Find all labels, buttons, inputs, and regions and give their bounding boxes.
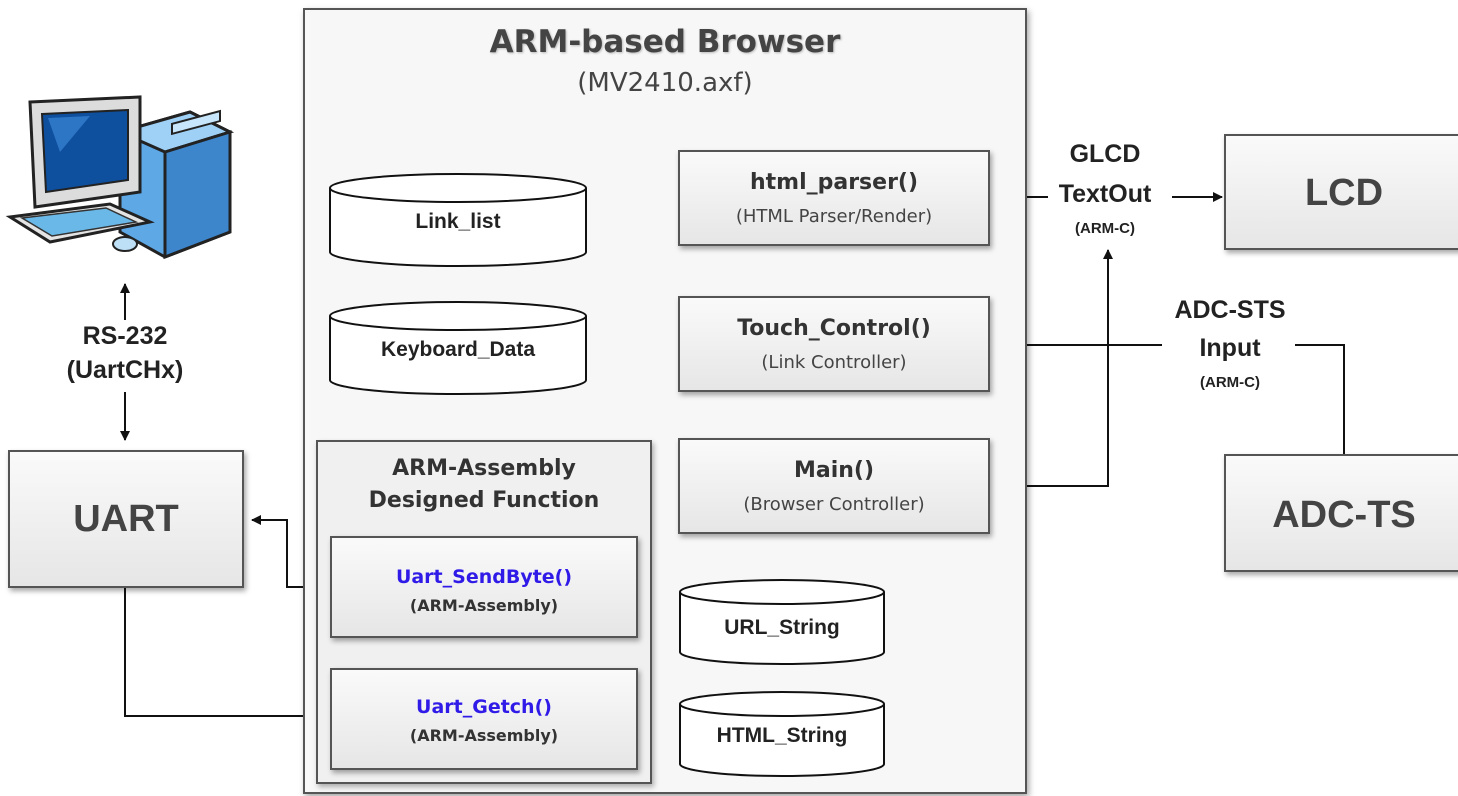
adc-sts-label-line2: Input	[1199, 334, 1261, 362]
database-icon	[679, 691, 885, 777]
adc-ts-box: ADC-TS	[1224, 454, 1458, 572]
browser-title: ARM-based Browser	[489, 24, 841, 60]
assembly-title-line2: Designed Function	[368, 488, 600, 513]
lcd-box: LCD	[1224, 134, 1458, 250]
adc-sts-label-sub: (ARM-C)	[1200, 374, 1260, 391]
glcd-label-sub: (ARM-C)	[1075, 220, 1135, 237]
rs232-label-line1: RS-232	[82, 322, 168, 350]
uart-sendbyte-box: Uart_SendByte() (ARM-Assembly)	[330, 536, 638, 638]
main-box: Main() (Browser Controller)	[678, 438, 990, 534]
assembly-title-line1: ARM-Assembly	[392, 456, 576, 481]
glcd-label-line2: TextOut	[1058, 180, 1152, 208]
uart-to-getch	[124, 588, 327, 721]
database-icon	[679, 579, 885, 665]
lcd-label: LCD	[1304, 172, 1384, 214]
uart-getch-desc: (ARM-Assembly)	[409, 726, 559, 745]
main-name: Main()	[793, 458, 875, 483]
link-list-db: Link_list	[328, 172, 588, 272]
link-list-label: Link_list	[415, 210, 501, 233]
adc-sts-label-line1: ADC-STS	[1174, 296, 1286, 324]
url-string-label: URL_String	[724, 616, 840, 639]
uart-sendbyte-desc: (ARM-Assembly)	[409, 596, 559, 615]
html-string-label: HTML_String	[716, 724, 848, 747]
touch-control-box: Touch_Control() (Link Controller)	[678, 296, 990, 392]
keyboard-data-db: Keyboard_Data	[328, 300, 588, 400]
computer-icon	[5, 95, 235, 260]
touch-control-desc: (Link Controller)	[761, 352, 907, 373]
keyboard-data-label: Keyboard_Data	[380, 338, 536, 361]
uart-box: UART	[8, 450, 244, 588]
url-string-db: URL_String	[678, 578, 886, 670]
html-parser-name: html_parser()	[749, 170, 919, 195]
uart-getch-box: Uart_Getch() (ARM-Assembly)	[330, 668, 638, 770]
touch-control-name: Touch_Control()	[737, 316, 931, 341]
main-desc: (Browser Controller)	[743, 494, 925, 515]
adc-ts-label: ADC-TS	[1272, 494, 1416, 536]
uart-getch-name: Uart_Getch()	[416, 696, 552, 718]
glcd-label-line1: GLCD	[1069, 140, 1141, 168]
html-parser-box: html_parser() (HTML Parser/Render)	[678, 150, 990, 246]
database-icon	[329, 173, 587, 267]
rs232-label-line2: (UartCHx)	[66, 356, 184, 384]
database-icon	[329, 301, 587, 395]
adcts-to-input	[1295, 344, 1345, 454]
browser-subtitle: (MV2410.axf)	[577, 68, 753, 98]
main-to-glcd	[990, 249, 1113, 487]
uart-sendbyte-name: Uart_SendByte()	[395, 566, 573, 588]
uart-label: UART	[73, 498, 179, 540]
html-parser-desc: (HTML Parser/Render)	[735, 206, 933, 227]
html-string-db: HTML_String	[678, 690, 886, 782]
